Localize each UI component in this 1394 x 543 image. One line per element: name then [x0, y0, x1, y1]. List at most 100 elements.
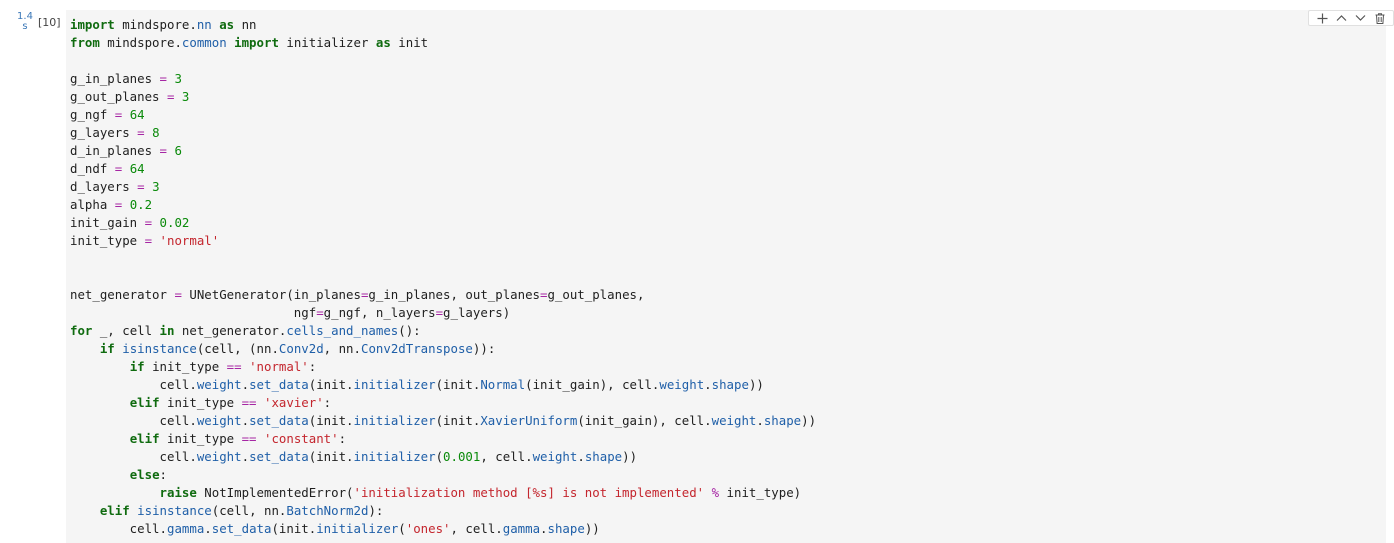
code-token: net_generator	[70, 287, 175, 302]
code-token: g_layers)	[443, 305, 511, 320]
trash-icon[interactable]	[1372, 11, 1388, 25]
code-token: :	[338, 431, 347, 446]
code-token: 'normal'	[249, 359, 309, 374]
code-token	[70, 341, 100, 356]
code-token: XavierUniform	[480, 413, 578, 428]
code-token: (init.	[308, 377, 354, 392]
code-token: cell.	[70, 521, 167, 536]
code-token: .	[241, 377, 250, 392]
code-token	[174, 89, 181, 104]
code-token: isinstance	[137, 503, 212, 518]
code-token	[145, 125, 152, 140]
code-line: d_layers = 3	[70, 178, 816, 196]
code-line: for _, cell in net_generator.cells_and_n…	[70, 322, 816, 340]
code-token: weight	[711, 413, 757, 428]
code-token: 64	[129, 161, 145, 176]
code-token	[257, 431, 264, 446]
code-token: d_in_planes	[70, 143, 160, 158]
code-token: UNetGenerator(in_planes	[181, 287, 361, 302]
code-token: _, cell	[92, 323, 160, 338]
code-token: nn	[196, 17, 212, 32]
code-token: 'ones'	[405, 521, 451, 536]
code-token: =	[144, 215, 153, 230]
code-token: g_in_planes	[70, 71, 160, 86]
code-token: Normal	[480, 377, 526, 392]
code-token	[122, 107, 129, 122]
code-token: isinstance	[122, 341, 197, 356]
code-token: 'normal'	[159, 233, 220, 248]
code-token: as	[375, 35, 391, 50]
code-line: raise NotImplementedError('initializatio…	[70, 484, 816, 502]
code-line: d_in_planes = 6	[70, 142, 816, 160]
code-token: weight	[196, 449, 242, 464]
code-token: =	[316, 305, 324, 320]
code-token: import	[70, 17, 115, 32]
code-token: , cell.	[450, 521, 503, 536]
code-line: net_generator = UNetGenerator(in_planes=…	[70, 286, 816, 304]
code-token: init_type)	[719, 485, 802, 500]
code-token: %	[711, 485, 720, 500]
code-cell[interactable]	[66, 10, 1394, 543]
code-token: :	[308, 359, 317, 374]
code-line	[70, 52, 816, 70]
code-line: else:	[70, 466, 816, 484]
code-token: shape	[711, 377, 749, 392]
code-token	[122, 161, 129, 176]
code-token: if	[129, 359, 145, 374]
code-token: initializer	[353, 413, 436, 428]
code-token: cell.	[70, 449, 197, 464]
code-token	[70, 359, 130, 374]
code-token: init_type	[70, 233, 145, 248]
code-token: shape	[584, 449, 623, 464]
code-line: cell.weight.set_data(init.initializer(in…	[70, 412, 817, 430]
code-token	[242, 359, 249, 374]
code-line: g_ngf = 64	[70, 106, 816, 124]
code-token: for	[70, 323, 93, 338]
code-token: ))	[622, 449, 638, 464]
code-token: =	[360, 287, 369, 302]
code-token: ))	[801, 413, 817, 428]
code-token: Conv2d	[278, 341, 324, 356]
code-token: set_data	[249, 377, 309, 392]
code-token: raise	[159, 485, 197, 500]
code-token: , nn.	[323, 341, 361, 356]
code-token: 0.2	[129, 197, 153, 212]
code-token: gamma	[502, 521, 541, 536]
code-token: init	[390, 35, 429, 50]
code-token: =	[114, 161, 123, 176]
code-token: in	[159, 323, 175, 338]
code-token: 3	[152, 179, 160, 194]
code-token: Conv2dTranspose	[360, 341, 473, 356]
code-token: else	[129, 467, 160, 482]
code-token	[70, 431, 130, 446]
code-token: =	[114, 197, 123, 212]
plus-icon[interactable]	[1315, 11, 1331, 25]
code-token: 'xavier'	[263, 395, 324, 410]
code-token: gamma	[166, 521, 205, 536]
code-token	[257, 395, 264, 410]
code-token: =	[435, 305, 444, 320]
code-token: set_data	[249, 413, 309, 428]
code-token: initializer	[353, 449, 436, 464]
code-token: as	[219, 17, 235, 32]
code-token: cell.	[70, 413, 197, 428]
code-token: 3	[174, 71, 182, 86]
chevron-up-icon[interactable]	[1334, 11, 1350, 25]
code-token: =	[540, 287, 548, 302]
code-token: weight	[196, 413, 242, 428]
chevron-down-icon[interactable]	[1353, 11, 1369, 25]
code-line	[70, 250, 816, 268]
code-token	[70, 467, 130, 482]
code-token: (init.	[271, 521, 317, 536]
code-token: .	[756, 413, 764, 428]
code-token: init_type	[144, 359, 227, 374]
code-token: =	[166, 89, 175, 104]
code-token: ngf	[70, 305, 317, 320]
code-token: .	[241, 449, 250, 464]
code-token: .	[241, 413, 250, 428]
code-token: (init.	[308, 413, 354, 428]
code-line: g_layers = 8	[70, 124, 816, 142]
code-token: (	[398, 521, 406, 536]
code-token: 0.001	[443, 449, 481, 464]
